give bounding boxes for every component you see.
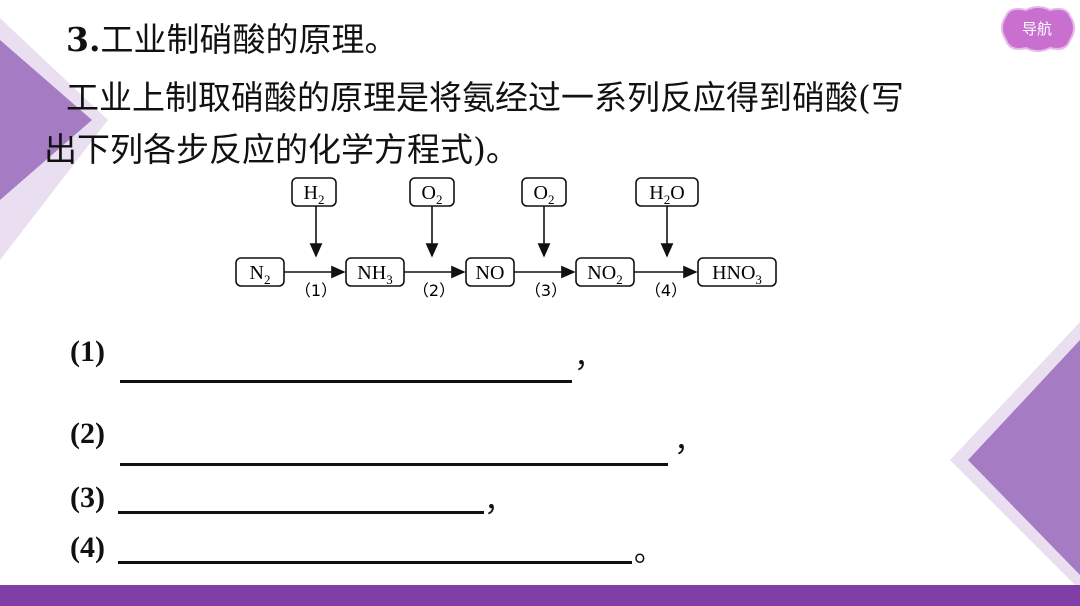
svg-text:O2: O2: [534, 182, 555, 207]
svg-text:NO2: NO2: [587, 262, 622, 287]
answer-blank-3[interactable]: [118, 511, 484, 514]
species-no2: NO2: [575, 257, 635, 287]
svg-text:NH3: NH3: [357, 262, 392, 287]
species-no: NO: [465, 257, 515, 287]
nav-button[interactable]: 导航: [996, 4, 1078, 54]
svg-text:O2: O2: [422, 182, 443, 207]
badge-shape: [1001, 6, 1075, 52]
answer-blank-4[interactable]: [118, 561, 632, 564]
paragraph-line-2: 出下列各步反应的化学方程式)。: [44, 130, 519, 169]
question-4-punct: 。: [634, 535, 664, 568]
question-3-punct: ，: [484, 485, 514, 518]
step-label-4: （4）: [645, 281, 687, 300]
svg-text:N2: N2: [250, 262, 271, 287]
reagent-h2: H2: [291, 177, 337, 258]
question-2-label: (2): [70, 417, 105, 450]
question-1-label: (1): [70, 335, 105, 368]
svg-text:HNO3: HNO3: [712, 262, 762, 287]
right-triangle-dark: [968, 340, 1080, 575]
reagent-o2-b: O2: [521, 177, 567, 258]
paragraph-line-1: 工业上制取硝酸的原理是将氨经过一系列反应得到硝酸(写: [66, 78, 904, 117]
reaction-diagram: H2 O2 O2 H2O N2 NH3 NO NO2 HNO3 （1）: [235, 177, 777, 300]
heading-text: 工业制硝酸的原理。: [100, 20, 398, 59]
reagent-o2-a: O2: [409, 177, 455, 258]
species-n2: N2: [235, 257, 285, 287]
question-4-label: (4): [70, 531, 105, 564]
nav-label: 导航: [1021, 20, 1052, 38]
section-heading: 3.工业制硝酸的原理。: [66, 20, 397, 60]
species-nh3: NH3: [345, 257, 405, 287]
step-label-3: （3）: [525, 281, 567, 300]
heading-number: 3.: [66, 20, 101, 59]
svg-text:H2O: H2O: [649, 182, 684, 207]
question-3-label: (3): [70, 481, 105, 514]
svg-text:H2: H2: [304, 182, 325, 207]
answer-blank-2[interactable]: [120, 463, 668, 466]
bottom-accent-bar: [0, 585, 1080, 606]
left-triangle-dark: [0, 40, 92, 200]
question-2-punct: ，: [674, 425, 704, 458]
svg-text:NO: NO: [476, 262, 505, 284]
reagent-h2o: H2O: [635, 177, 699, 258]
step-label-1: （1）: [295, 281, 337, 300]
species-hno3: HNO3: [697, 257, 777, 287]
step-label-2: （2）: [413, 281, 455, 300]
answer-blank-1[interactable]: [120, 380, 572, 383]
question-1-punct: ，: [574, 341, 604, 374]
